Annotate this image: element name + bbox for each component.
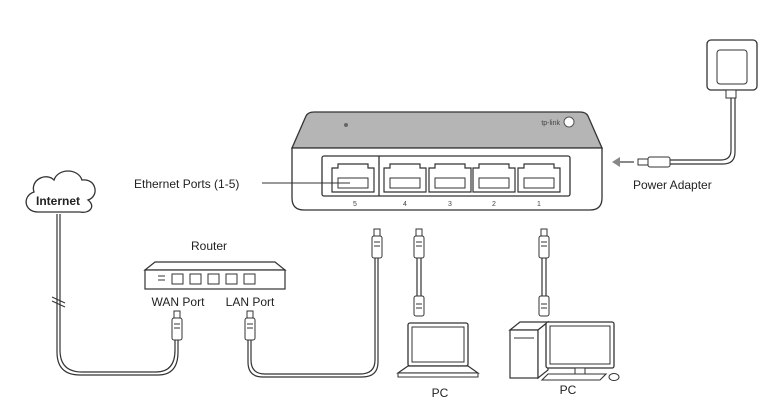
router-to-switch-cable xyxy=(247,258,379,378)
brand-logo-text: tp-link xyxy=(541,120,560,127)
ethernet-ports-label: Ethernet Ports (1-5) xyxy=(134,177,239,191)
port-number-3: 3 xyxy=(448,201,452,208)
internet-label: Internet xyxy=(36,194,80,208)
power-adapter-label: Power Adapter xyxy=(633,178,712,192)
internet-cable xyxy=(51,214,179,376)
switch-port-2 xyxy=(472,163,516,193)
dc-plug-icon xyxy=(637,156,671,168)
port-number-2: 2 xyxy=(492,201,496,208)
laptop-cable xyxy=(413,228,425,317)
pc-right-label: PC xyxy=(560,383,577,397)
desktop-pc-icon xyxy=(508,320,620,381)
laptop-pc-icon xyxy=(396,322,480,378)
tp-link-logo: tp-link xyxy=(541,116,575,128)
switch-port-4 xyxy=(383,163,427,193)
internet-cloud-icon xyxy=(25,170,96,213)
switch-ports xyxy=(331,163,561,193)
desktop-cable xyxy=(538,228,550,317)
switch-port5-plug-icon xyxy=(371,228,383,259)
power-cable xyxy=(670,98,736,165)
switch-port-1 xyxy=(517,163,561,193)
power-adapter-icon xyxy=(706,39,758,99)
lan-port-label: LAN Port xyxy=(226,295,275,309)
power-arrow-icon xyxy=(612,157,634,167)
switch-port-3 xyxy=(428,163,472,193)
router-label: Router xyxy=(191,239,227,253)
switch-port-5 xyxy=(331,163,375,193)
pc-left-label: PC xyxy=(432,386,449,400)
wan-cable-plug-icon xyxy=(171,310,183,341)
wan-port-label: WAN Port xyxy=(152,295,206,309)
port-number-5: 5 xyxy=(353,201,357,208)
router-device-icon xyxy=(143,261,287,290)
port-number-4: 4 xyxy=(403,201,407,208)
lan-cable-plug-icon xyxy=(244,310,256,341)
port-number-1: 1 xyxy=(537,201,541,208)
